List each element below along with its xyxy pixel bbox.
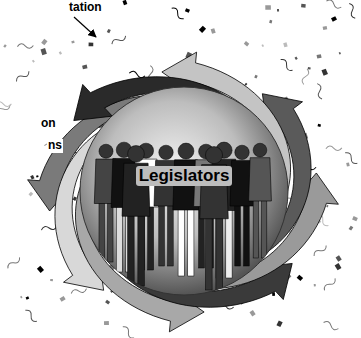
- confetti-piece: [269, 20, 272, 24]
- confetti-piece: [325, 0, 342, 9]
- confetti-piece: [315, 83, 325, 100]
- confetti-piece: [317, 54, 322, 58]
- confetti-piece: [185, 8, 190, 13]
- confetti-piece: [122, 0, 127, 5]
- fragment-label: on: [40, 117, 57, 131]
- confetti-piece: [104, 321, 109, 325]
- confetti-piece: [50, 279, 53, 281]
- leader-arrow: [74, 17, 96, 37]
- confetti-piece: [244, 41, 249, 46]
- confetti-piece: [199, 26, 206, 33]
- confetti-piece: [111, 34, 127, 47]
- confetti-piece: [331, 16, 337, 22]
- fragment-label: ns: [47, 139, 63, 153]
- confetti-piece: [349, 226, 354, 231]
- confetti-piece: [352, 216, 358, 221]
- confetti-piece: [37, 266, 44, 273]
- confetti-piece: [17, 43, 33, 49]
- confetti-piece: [323, 277, 337, 292]
- confetti-piece: [335, 263, 342, 270]
- confetti-piece: [20, 296, 22, 299]
- confetti-piece: [60, 296, 66, 302]
- confetti-piece: [323, 320, 340, 331]
- person-figure: [249, 143, 272, 258]
- confetti-piece: [89, 43, 94, 47]
- confetti-piece: [346, 162, 350, 166]
- confetti-piece: [36, 175, 39, 177]
- group-disc: Legislators: [79, 86, 289, 296]
- confetti-piece: [24, 308, 39, 323]
- swirl-arrows: [28, 52, 339, 332]
- confetti-piece: [347, 3, 358, 20]
- disc-shape: [79, 86, 289, 296]
- confetti-piece: [301, 4, 306, 8]
- confetti-piece: [41, 39, 47, 46]
- confetti-piece: [326, 205, 328, 208]
- fragment-label: tation: [68, 1, 103, 15]
- confetti-piece: [336, 255, 342, 262]
- confetti-piece: [265, 5, 271, 9]
- confetti-piece: [0, 103, 11, 116]
- confetti-piece: [297, 275, 303, 281]
- confetti-piece: [301, 68, 309, 85]
- confetti-piece: [245, 83, 248, 86]
- confetti-piece: [105, 300, 110, 305]
- confetti-piece: [26, 296, 30, 299]
- confetti-piece: [73, 197, 77, 201]
- confetti-piece: [70, 286, 87, 296]
- disc: [80, 87, 288, 295]
- group-title: Legislators: [136, 166, 233, 186]
- confetti-piece: [312, 244, 327, 258]
- confetti-piece: [326, 145, 342, 151]
- confetti-piece: [254, 75, 258, 79]
- confetti-piece: [261, 44, 264, 47]
- confetti-piece: [0, 101, 11, 106]
- confetti-piece: [318, 124, 321, 127]
- confetti-piece: [28, 192, 33, 197]
- confetti-piece: [30, 175, 34, 180]
- confetti-piece: [308, 67, 311, 70]
- confetti-piece: [170, 6, 185, 20]
- confetti-piece: [3, 44, 6, 48]
- confetti-piece: [295, 57, 298, 60]
- confetti-piece: [32, 60, 35, 63]
- confetti-piece: [279, 58, 294, 72]
- confetti-piece: [276, 320, 282, 327]
- confetti-piece: [283, 42, 287, 47]
- people-group: [94, 142, 271, 290]
- confetti-piece: [107, 29, 111, 33]
- confetti-piece: [321, 69, 328, 76]
- confetti-piece: [121, 325, 136, 338]
- confetti-piece: [59, 51, 62, 54]
- confetti-piece: [82, 65, 87, 70]
- confetti-piece: [339, 52, 341, 54]
- confetti-piece: [71, 40, 74, 43]
- confetti-piece: [41, 48, 47, 55]
- confetti-piece: [211, 28, 216, 34]
- confetti-piece: [15, 69, 31, 83]
- confetti-piece: [314, 284, 316, 287]
- confetti-piece: [277, 9, 279, 12]
- confetti-piece: [323, 26, 328, 30]
- confetti-piece: [344, 151, 359, 165]
- confetti-piece: [6, 256, 21, 271]
- confetti-piece: [250, 310, 256, 316]
